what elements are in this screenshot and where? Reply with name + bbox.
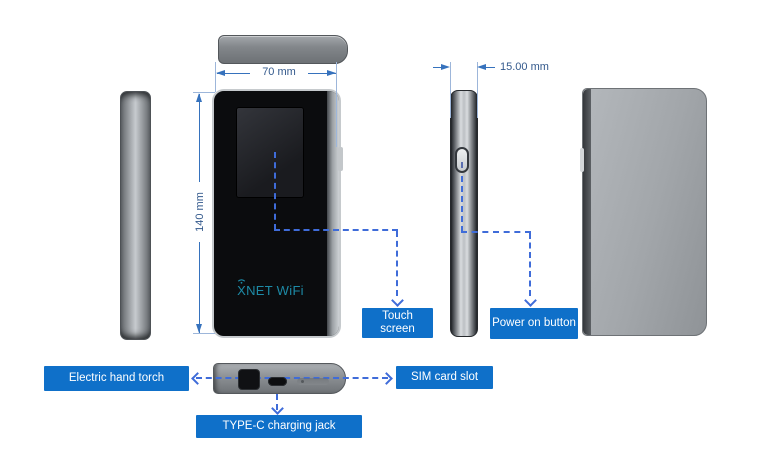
thickness-ext-line-right (477, 62, 478, 118)
front-view: X NET WiFi (212, 89, 343, 338)
power-button (455, 147, 469, 173)
leader-line-typec (276, 394, 278, 410)
arrow-right-icon (380, 372, 393, 385)
brand-logo: X NET WiFi (214, 279, 327, 298)
logo-x-mark: X (237, 279, 247, 298)
width-dimension-label: 70 mm (250, 66, 308, 78)
callout-type-c: TYPE-C charging jack (196, 415, 362, 438)
thickness-arrow-line-right (486, 67, 495, 68)
front-side-button (338, 147, 343, 171)
dim-arrow-in-right-icon (441, 64, 450, 70)
callout-sim-slot: SIM card slot (396, 366, 493, 389)
touch-screen (237, 108, 303, 197)
height-ext-line-top (193, 92, 215, 93)
dim-arrow-up-icon (196, 93, 202, 102)
thickness-dimension-label: 15.00 mm (497, 61, 552, 73)
dim-arrow-down-icon (196, 324, 202, 333)
thickness-arrow-line-left (433, 67, 442, 68)
height-ext-line-bottom (193, 333, 215, 334)
hand-torch (238, 369, 260, 390)
dim-arrow-right-icon (327, 70, 336, 76)
sim-card-slot (297, 378, 329, 385)
width-ext-line-left (215, 62, 216, 92)
front-edge-strip (327, 91, 339, 336)
left-side-view (120, 91, 151, 340)
leader-line-touch-v1 (274, 152, 276, 230)
thickness-ext-line-left (450, 62, 451, 118)
arrow-down-icon (391, 294, 404, 307)
back-power-nub (580, 148, 584, 172)
width-ext-line-right (336, 62, 337, 147)
back-view (580, 88, 707, 336)
leader-line-bottom (196, 377, 388, 379)
leader-line-power-v1 (461, 176, 463, 232)
arrow-down-icon (524, 294, 537, 307)
right-side-view (450, 90, 478, 337)
top-view (218, 35, 348, 64)
leader-line-power-h (461, 231, 531, 233)
logo-text: NET WiFi (246, 283, 304, 298)
leader-line-touch-v2 (396, 231, 398, 296)
dim-arrow-in-left-icon (477, 64, 486, 70)
leader-line-touch-h (274, 229, 398, 231)
dim-arrow-left-icon (216, 70, 225, 76)
callout-power-button: Power on button (490, 308, 578, 339)
callout-touch-screen: Touch screen (362, 308, 433, 338)
height-dimension-label: 140 mm (194, 182, 206, 242)
arrow-down-icon (271, 402, 284, 415)
arrow-left-icon (191, 372, 204, 385)
callout-hand-torch: Electric hand torch (44, 366, 189, 391)
wifi-arcs-icon (237, 279, 246, 284)
back-edge-strip (583, 89, 591, 335)
torch-led-icon (242, 373, 256, 387)
logo-x-letter: X (237, 283, 247, 298)
leader-line-power-v2 (529, 233, 531, 296)
usb-c-port (268, 377, 287, 386)
